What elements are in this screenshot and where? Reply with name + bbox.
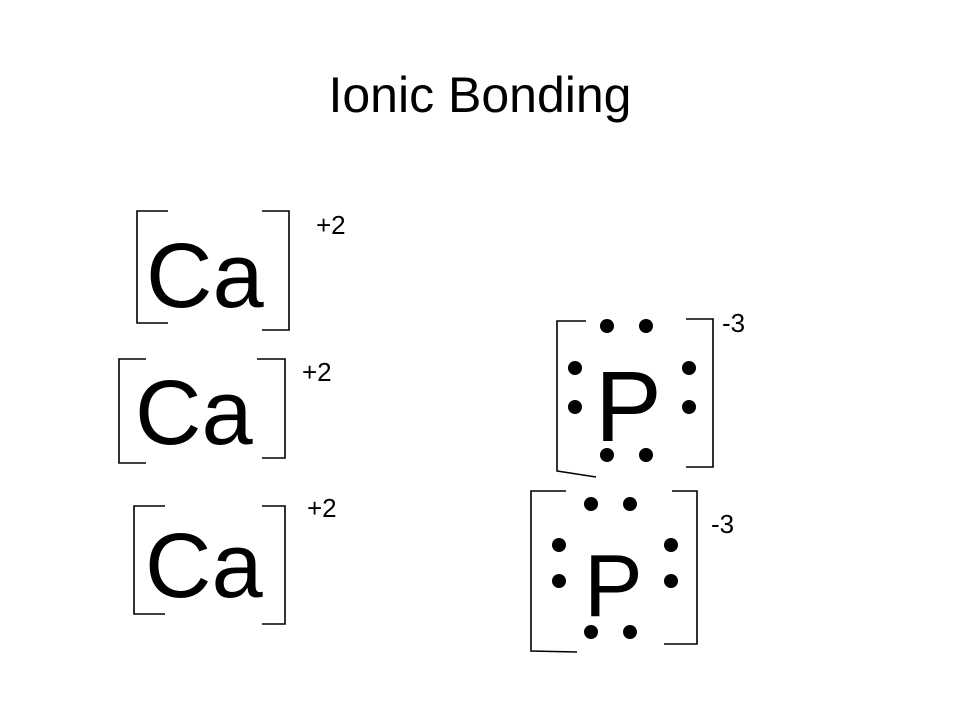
lewis-brackets: [136, 210, 290, 331]
ion-charge: +2: [302, 357, 332, 387]
ion-charge: -3: [722, 308, 745, 338]
valence-electron-dots: [552, 497, 678, 639]
element-symbol: P: [595, 351, 662, 463]
calcium-ion-2: Ca +2: [118, 357, 332, 464]
element-symbol: Ca: [146, 225, 264, 327]
valence-electron-dots: [568, 319, 696, 462]
element-symbol: Ca: [145, 515, 263, 617]
ion-charge: +2: [316, 210, 346, 240]
calcium-ion-1: Ca +2: [136, 210, 346, 331]
lewis-brackets: [556, 318, 714, 478]
phosphide-ion-1: P -3: [556, 308, 745, 478]
lewis-brackets: [133, 505, 286, 625]
calcium-ion-3: Ca +2: [133, 493, 337, 625]
element-symbol: P: [584, 536, 643, 635]
ion-charge: +2: [307, 493, 337, 523]
ion-charge: -3: [711, 509, 734, 539]
lewis-brackets: [530, 490, 698, 653]
element-symbol: Ca: [135, 362, 253, 464]
lewis-brackets: [118, 358, 286, 464]
phosphide-ion-2: P -3: [530, 490, 734, 653]
slide-title: Ionic Bonding: [328, 67, 632, 123]
